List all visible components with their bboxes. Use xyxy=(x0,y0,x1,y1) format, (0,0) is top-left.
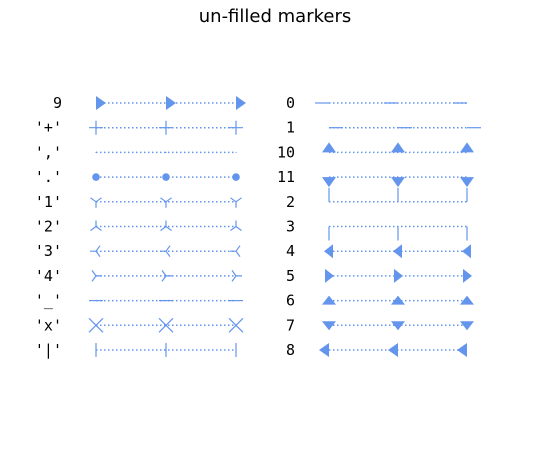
marker-point xyxy=(230,197,242,208)
marker-point xyxy=(89,120,103,135)
marker-point xyxy=(231,270,242,282)
marker-row: '_' xyxy=(35,292,243,310)
marker-row: 'x' xyxy=(35,316,244,334)
marker-label: 0 xyxy=(286,94,295,112)
marker-point xyxy=(388,343,398,357)
marker-point xyxy=(232,173,240,181)
marker-point xyxy=(460,177,474,188)
marker-point xyxy=(319,343,329,357)
marker-label: '3' xyxy=(35,242,62,260)
marker-point xyxy=(460,295,474,305)
marker-row: ',' xyxy=(35,143,237,161)
marker-point xyxy=(165,151,167,153)
marker-row: 11 xyxy=(277,168,474,188)
marker-point xyxy=(236,96,246,110)
marker-label: 8 xyxy=(286,341,295,359)
marker-point xyxy=(88,317,104,333)
marker-label: 2 xyxy=(286,193,295,211)
marker-point xyxy=(230,220,242,231)
marker-row: 9 xyxy=(53,94,246,112)
marker-row: 2 xyxy=(286,187,468,211)
marker-label: '4' xyxy=(35,267,62,285)
marker-point xyxy=(160,220,172,231)
marker-point xyxy=(91,270,102,282)
marker-point xyxy=(90,197,102,208)
marker-row: '3' xyxy=(35,242,241,260)
marker-point xyxy=(90,245,101,258)
marker-label: 'x' xyxy=(35,316,62,334)
marker-point xyxy=(230,245,241,258)
marker-row: 1 xyxy=(286,119,481,137)
marker-point xyxy=(159,120,173,135)
marker-point xyxy=(391,142,405,153)
marker-point xyxy=(322,295,336,305)
marker-row: 8 xyxy=(286,341,467,359)
marker-point xyxy=(325,268,334,283)
marker-point xyxy=(457,343,467,357)
marker-point xyxy=(95,151,97,153)
left-column: 9 '+' ',' '.' '1' '2' '3' '4' '_' 'x' '|' xyxy=(35,94,246,359)
marker-label: '1' xyxy=(35,193,62,211)
marker-point xyxy=(391,321,405,331)
marker-label: 1 xyxy=(286,119,295,137)
marker-point xyxy=(92,173,100,181)
marker-label: '_' xyxy=(35,292,62,310)
marker-label: 3 xyxy=(286,218,295,236)
marker-point xyxy=(391,295,405,305)
marker-label: 11 xyxy=(277,168,295,186)
chart-title: un-filled markers xyxy=(198,6,352,27)
marker-row: '|' xyxy=(35,341,237,359)
marker-point xyxy=(322,177,336,188)
marker-point xyxy=(393,244,402,259)
marker-row: '1' xyxy=(35,193,242,211)
right-column: 0 1 10 11 2 3 4 5 6 7 8 xyxy=(277,94,481,359)
marker-label: 6 xyxy=(286,292,295,310)
marker-point xyxy=(161,270,172,282)
marker-point xyxy=(96,96,106,110)
marker-row: 3 xyxy=(286,218,468,241)
marker-point xyxy=(90,220,102,231)
marker-label: 7 xyxy=(286,316,295,334)
marker-label: 5 xyxy=(286,267,295,285)
marker-point xyxy=(322,142,336,153)
marker-point xyxy=(229,120,243,135)
marker-point xyxy=(235,151,237,153)
marker-row: 0 xyxy=(286,94,467,112)
marker-label: '2' xyxy=(35,218,62,236)
marker-row: 6 xyxy=(286,292,474,310)
marker-point xyxy=(460,142,474,153)
marker-row: '+' xyxy=(35,119,243,137)
marker-point xyxy=(394,268,403,283)
marker-point xyxy=(158,317,174,333)
marker-point xyxy=(463,268,472,283)
marker-row: '2' xyxy=(35,218,242,236)
marker-point xyxy=(162,173,170,181)
marker-point xyxy=(324,244,333,259)
marker-label: 10 xyxy=(277,143,295,161)
marker-label: '+' xyxy=(35,119,62,137)
marker-point xyxy=(228,317,244,333)
marker-row: '.' xyxy=(35,168,240,186)
marker-row: 10 xyxy=(277,142,474,161)
marker-row: 7 xyxy=(286,316,474,334)
marker-label: ',' xyxy=(35,143,62,161)
marker-label: 9 xyxy=(53,94,62,112)
marker-label: '.' xyxy=(35,168,62,186)
marker-row: 5 xyxy=(286,267,472,285)
marker-row: 4 xyxy=(286,242,471,260)
marker-point xyxy=(462,244,471,259)
marker-point xyxy=(166,96,176,110)
marker-row: '4' xyxy=(35,267,242,285)
marker-label: '|' xyxy=(35,341,62,359)
marker-label: 4 xyxy=(286,242,295,260)
marker-point xyxy=(160,245,171,258)
marker-point xyxy=(391,177,405,188)
marker-point xyxy=(460,321,474,331)
marker-point xyxy=(160,197,172,208)
marker-point xyxy=(322,321,336,331)
